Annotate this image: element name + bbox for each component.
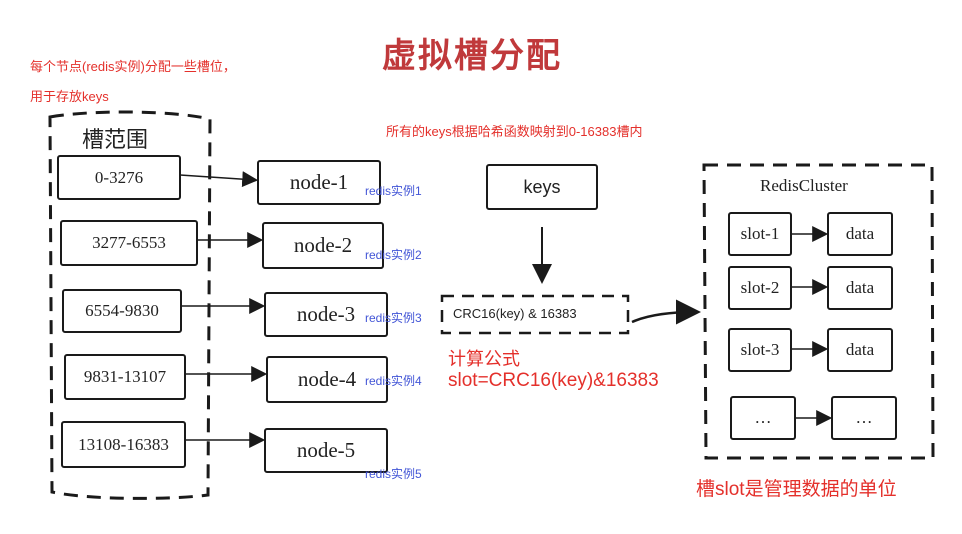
range-label: 0-3276 xyxy=(94,167,144,187)
keys-label: keys xyxy=(523,176,561,197)
node-note-line2: 用于存放keys xyxy=(30,89,109,104)
mapping-note: 所有的keys根据哈希函数映射到0-16383槽内 xyxy=(386,124,643,139)
instance-label-5: redis实例5 xyxy=(365,467,422,481)
slot-range-header: 槽范围 xyxy=(82,127,149,152)
formula-text: slot=CRC16(key)&16383 xyxy=(448,370,659,391)
keys-box: keys xyxy=(486,164,598,210)
node-box-4: node-4 xyxy=(266,356,388,403)
slot-label: slot-2 xyxy=(740,278,780,297)
data-label: data xyxy=(845,278,875,297)
data-label: … xyxy=(855,408,873,427)
slot-label: slot-1 xyxy=(740,224,780,243)
slot-box-3: slot-3 xyxy=(728,328,792,372)
node-label: node-5 xyxy=(296,438,356,462)
node-label: node-2 xyxy=(293,233,353,257)
instance-label-4: redis实例4 xyxy=(365,374,422,388)
data-label: data xyxy=(845,224,875,243)
range-label: 6554-9830 xyxy=(85,301,159,320)
formula-title: 计算公式 xyxy=(448,349,520,369)
instance-label-1: redis实例1 xyxy=(365,184,422,198)
arrow-crc-cluster xyxy=(631,299,701,325)
slot-box-4: … xyxy=(730,396,796,440)
node-note-line1: 每个节点(redis实例)分配一些槽位， xyxy=(30,59,236,74)
node-box-3: node-3 xyxy=(264,292,388,337)
slot-unit-note: 槽slot是管理数据的单位 xyxy=(696,479,897,500)
range-label: 13108-16383 xyxy=(78,434,169,454)
slot-label: … xyxy=(754,408,772,427)
slot-label: slot-3 xyxy=(740,340,780,359)
slot-range-container xyxy=(48,110,212,500)
range-label: 3277-6553 xyxy=(92,233,166,252)
node-box-5: node-5 xyxy=(264,428,388,473)
node-box-1: node-1 xyxy=(257,160,381,205)
range-label: 9831-13107 xyxy=(83,367,167,386)
node-box-2: node-2 xyxy=(262,222,384,269)
range-box-5: 13108-16383 xyxy=(61,421,186,468)
data-box-4: … xyxy=(831,396,897,440)
page-title: 虚拟槽分配 xyxy=(382,37,562,75)
node-label: node-4 xyxy=(297,367,357,391)
crc-label: CRC16(key) & 16383 xyxy=(453,306,577,321)
crc-dashed-box xyxy=(440,294,630,335)
node-label: node-3 xyxy=(296,302,356,326)
node-label: node-1 xyxy=(289,170,349,194)
slot-box-2: slot-2 xyxy=(728,266,792,310)
data-box-3: data xyxy=(827,328,893,372)
cluster-title: RedisCluster xyxy=(760,176,848,195)
range-box-1: 0-3276 xyxy=(57,155,181,200)
arrow-range-1 xyxy=(179,171,259,188)
data-box-1: data xyxy=(827,212,893,256)
data-label: data xyxy=(845,340,875,359)
range-box-4: 9831-13107 xyxy=(64,354,186,400)
range-box-3: 6554-9830 xyxy=(62,289,182,333)
data-box-2: data xyxy=(827,266,893,310)
slot-box-1: slot-1 xyxy=(728,212,792,256)
instance-label-3: redis实例3 xyxy=(365,311,422,325)
cluster-container xyxy=(702,163,935,460)
instance-label-2: redis实例2 xyxy=(365,248,422,262)
range-box-2: 3277-6553 xyxy=(60,220,198,266)
